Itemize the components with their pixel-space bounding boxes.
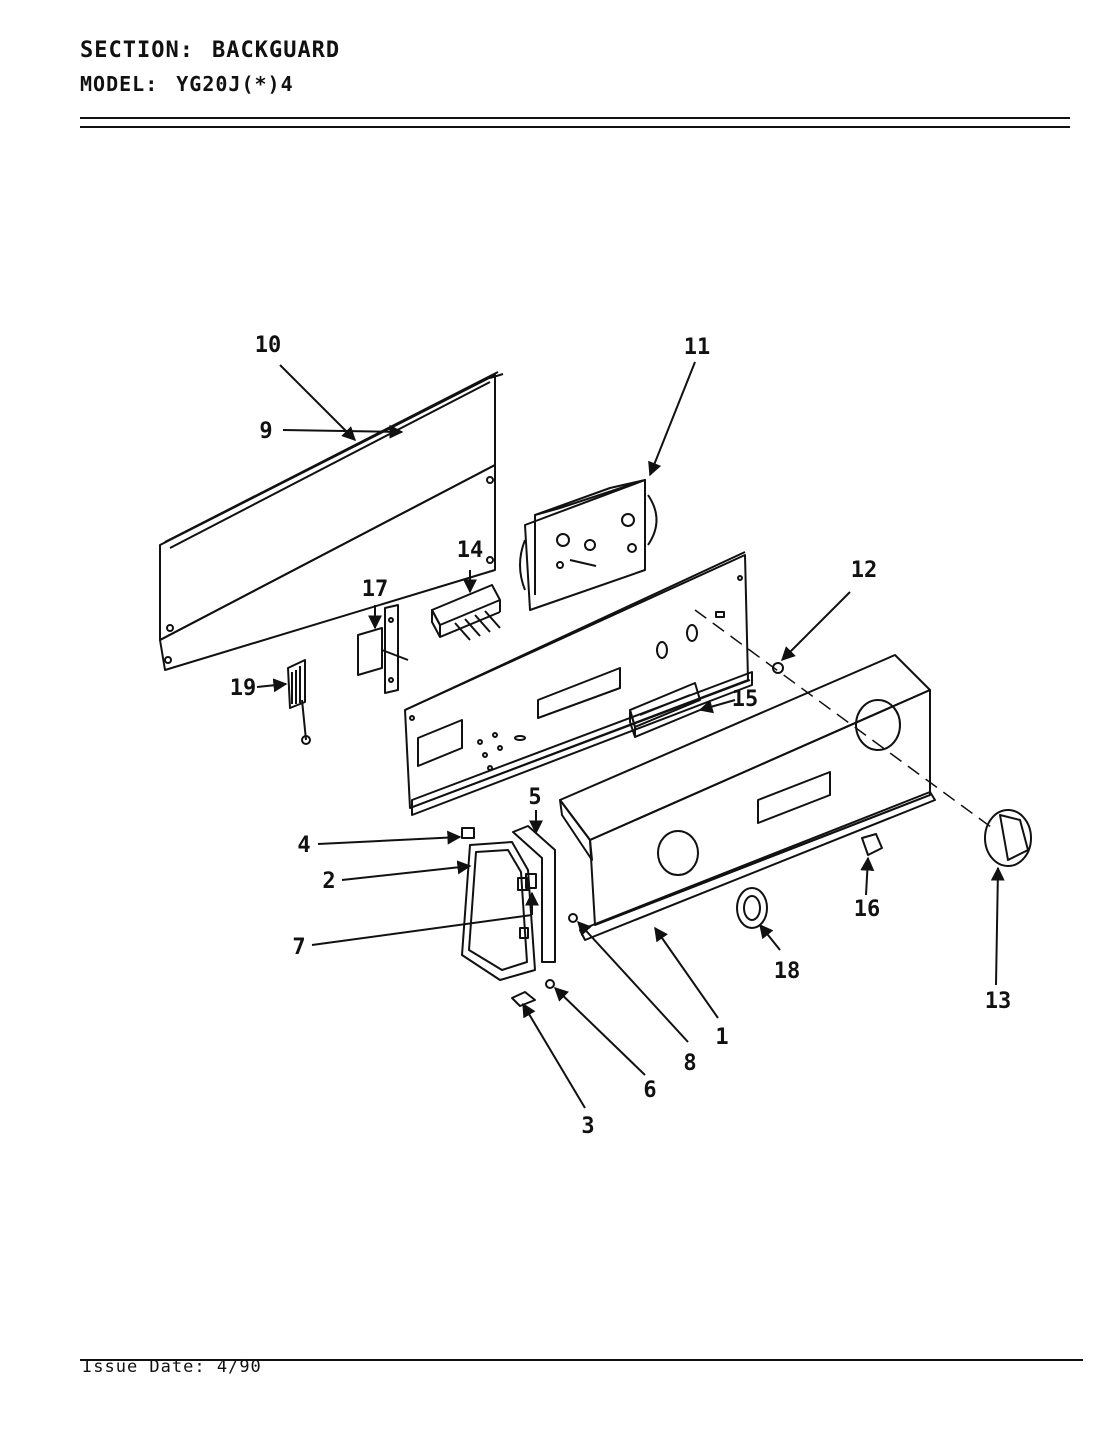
leader-19 <box>256 678 288 693</box>
leader-3 <box>522 1002 586 1109</box>
header-rule-top <box>80 117 1070 119</box>
leader-12 <box>781 591 851 661</box>
callout-12: 12 <box>851 558 878 583</box>
model-value: YG20J(*)4 <box>176 72 294 96</box>
leader-16 <box>860 856 875 896</box>
header-rule-bottom <box>80 126 1070 128</box>
model-header: MODEL: YG20J(*)4 <box>80 72 294 96</box>
part-16-cap <box>861 833 883 856</box>
callout-17: 17 <box>362 577 389 602</box>
part-11-clock-module <box>519 479 658 611</box>
part-2-side-endcap <box>461 841 536 981</box>
leader-15 <box>698 699 736 714</box>
leader-7 <box>311 914 533 946</box>
leader-10 <box>279 364 356 441</box>
callout-15: 15 <box>732 687 759 712</box>
leader-4 <box>317 830 462 845</box>
callout-14: 14 <box>457 538 484 563</box>
part-1-front-trim <box>559 654 936 941</box>
part-13-knob <box>984 809 1032 867</box>
leader-11 <box>648 361 696 477</box>
leader-13 <box>990 866 1005 986</box>
section-label: SECTION: <box>80 38 194 63</box>
part-15-indicator-lens <box>629 682 701 738</box>
part-19-igniter-module <box>287 659 311 745</box>
part-3-bracket-foot <box>511 991 536 1007</box>
part-7-retainer <box>525 873 537 889</box>
part-4-clip <box>461 827 475 839</box>
part-5-trim-strip <box>512 825 556 963</box>
issue-date: Issue Date: 4/90 <box>82 1357 262 1377</box>
callout-10: 10 <box>255 333 282 358</box>
callout-6: 6 <box>643 1078 656 1103</box>
callout-9: 9 <box>259 419 272 444</box>
leader-18 <box>759 923 781 951</box>
issue-date-label: Issue Date: <box>82 1357 206 1377</box>
callout-2: 2 <box>322 869 335 894</box>
leader-1 <box>654 926 719 1019</box>
part-18-knob-skirt <box>736 887 768 929</box>
callout-7: 7 <box>292 935 305 960</box>
part-9-control-panel <box>404 551 753 816</box>
issue-date-value: 4/90 <box>216 1357 262 1377</box>
callout-1: 1 <box>715 1025 728 1050</box>
callout-4: 4 <box>297 833 310 858</box>
callout-5: 5 <box>528 785 541 810</box>
part-6-screw <box>545 979 555 989</box>
callout-18: 18 <box>774 959 801 984</box>
callout-11: 11 <box>684 335 711 360</box>
callout-19: 19 <box>230 676 257 701</box>
part-14-switch-block <box>431 584 501 641</box>
callout-3: 3 <box>581 1114 594 1139</box>
footer-rule <box>80 1359 1083 1361</box>
leader-6 <box>553 987 646 1076</box>
leader-2 <box>341 860 472 881</box>
section-header: SECTION: BACKGUARD <box>80 38 340 63</box>
leader-9 <box>282 424 404 439</box>
alignment-line <box>694 609 996 831</box>
model-label: MODEL: <box>80 72 159 96</box>
part-8-screw <box>568 913 578 923</box>
callout-13: 13 <box>985 989 1012 1014</box>
section-value: BACKGUARD <box>211 38 341 63</box>
leader-8 <box>577 920 689 1043</box>
part-17-bracket-switch <box>357 604 409 694</box>
callout-8: 8 <box>683 1051 696 1076</box>
callout-16: 16 <box>854 897 881 922</box>
